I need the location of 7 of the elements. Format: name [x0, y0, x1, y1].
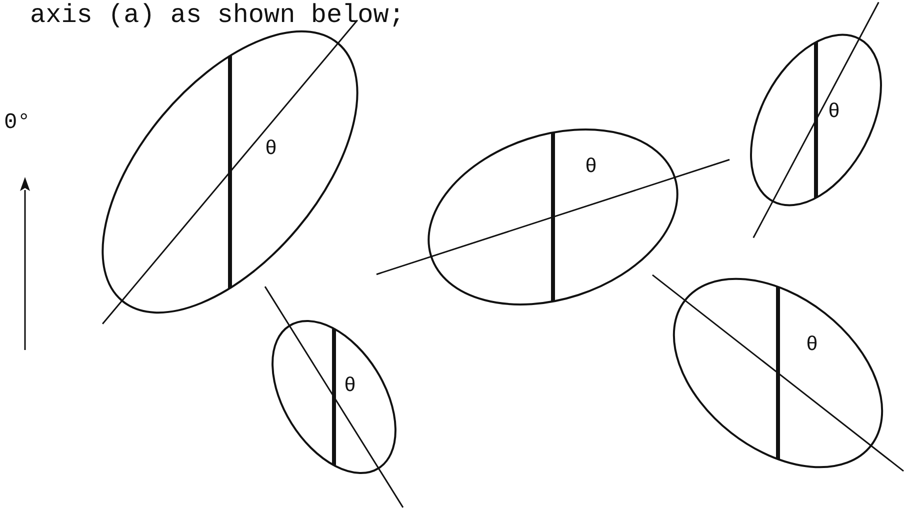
angle-symbol: θ [344, 377, 356, 397]
heading-text: axis (a) as shown below; [30, 2, 404, 28]
angle-symbol: θ [828, 103, 840, 123]
angle-symbol: θ [806, 336, 818, 356]
angle-label: 0° [4, 112, 30, 134]
angle-symbol: θ [265, 140, 278, 160]
angle-symbol: θ [585, 158, 598, 178]
